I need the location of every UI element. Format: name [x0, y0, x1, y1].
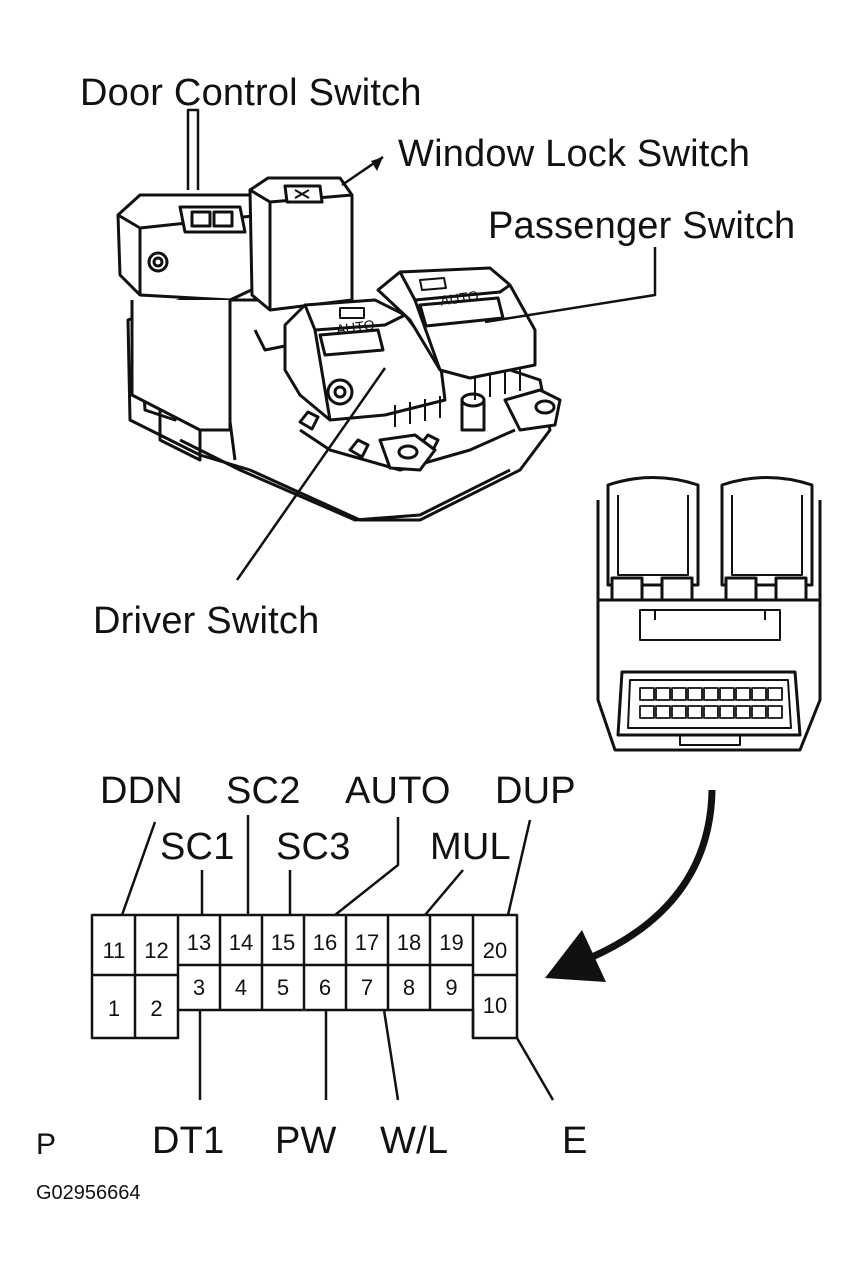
figure-code: G02956664 — [36, 1182, 141, 1204]
window-lock-switch-label: Window Lock Switch — [398, 133, 751, 175]
pin-15: 15 — [270, 930, 296, 955]
view-marker-p: P — [36, 1128, 57, 1161]
pin-7: 7 — [360, 975, 374, 1000]
terminal-e: E — [562, 1120, 588, 1162]
pin-1: 1 — [107, 996, 121, 1021]
terminal-pw: PW — [275, 1120, 337, 1162]
pin-20: 20 — [482, 938, 508, 963]
pin-19: 19 — [439, 930, 464, 955]
terminal-wl: W/L — [380, 1120, 449, 1162]
pin-5: 5 — [276, 975, 290, 1000]
pin-11: 11 — [102, 938, 126, 963]
pin-3: 3 — [192, 975, 206, 1000]
pin-12: 12 — [144, 938, 169, 963]
connector-rear-view — [596, 476, 822, 752]
pin-10: 10 — [482, 993, 508, 1018]
pin-8: 8 — [402, 975, 416, 1000]
pin-6: 6 — [318, 975, 332, 1000]
terminal-sc3: SC3 — [276, 826, 351, 868]
terminal-dt1: DT1 — [152, 1120, 225, 1162]
window-lock-switch — [248, 176, 354, 312]
terminal-auto: AUTO — [345, 770, 451, 812]
door-control-switch — [116, 108, 264, 462]
terminal-mul: MUL — [430, 826, 511, 868]
door-control-switch-label: Door Control Switch — [80, 72, 422, 114]
passenger-switch-label: Passenger Switch — [488, 205, 796, 247]
connector-pinout — [90, 913, 519, 1040]
terminal-dup: DUP — [495, 770, 576, 812]
pin-14: 14 — [228, 930, 254, 955]
pin-9: 9 — [445, 975, 458, 1000]
curved-arrow — [588, 789, 716, 962]
pin-leaders — [120, 815, 555, 1101]
pin-13: 13 — [186, 930, 212, 955]
terminal-sc1: SC1 — [160, 826, 235, 868]
pin-2: 2 — [150, 996, 163, 1021]
leader-passenger — [484, 247, 657, 324]
driver-switch-label: Driver Switch — [93, 600, 320, 642]
terminal-ddn: DDN — [100, 770, 183, 812]
curved-arrow-head — [545, 930, 606, 982]
pin-4: 4 — [234, 975, 248, 1000]
driver-switch — [283, 298, 447, 427]
leader-driver — [235, 367, 387, 581]
passenger-switch — [376, 266, 537, 400]
pin-16: 16 — [312, 930, 338, 955]
pin-17: 17 — [354, 930, 380, 955]
terminal-sc2: SC2 — [226, 770, 301, 812]
pin-18: 18 — [396, 930, 422, 955]
